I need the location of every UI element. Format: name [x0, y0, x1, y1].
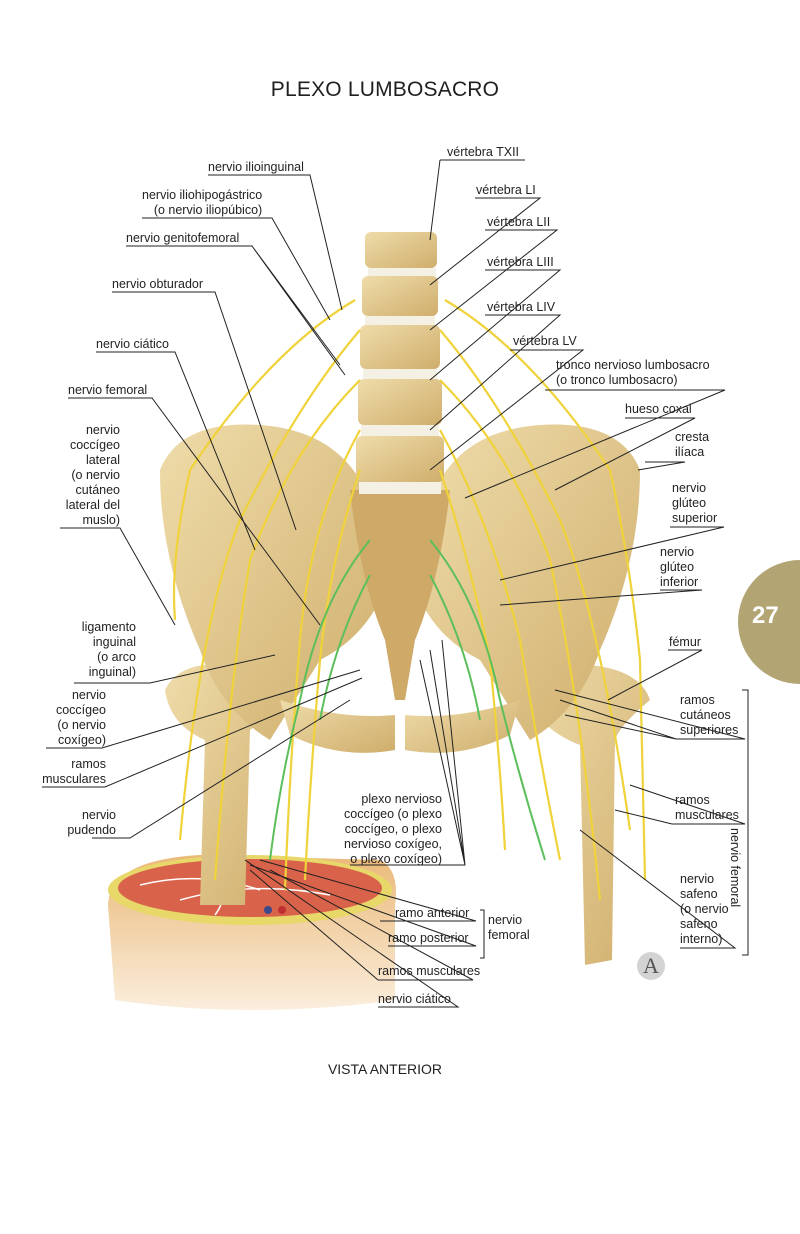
label-vertebra-liii: vértebra LIII: [487, 255, 554, 269]
label-vertebra-lv: vértebra LV: [513, 334, 577, 348]
label-cresta-iliaca: cresta ilíaca: [675, 430, 710, 459]
label-nervio-obturador: nervio obturador: [112, 277, 204, 291]
label-vertebra-lii: vértebra LII: [487, 215, 551, 229]
label-nervio-coccigeo: nervio coccígeo (o nervio coxígeo): [55, 688, 106, 747]
label-nervio-cutaneo-lateral: nervio coccígeo lateral (o nervio cutáne…: [65, 423, 120, 527]
label-nervio-ciatico-bottom: nervio ciático: [378, 992, 451, 1006]
label-femur: fémur: [669, 635, 701, 649]
label-vertebra-txii: vértebra TXII: [447, 145, 520, 159]
hip-left: [160, 424, 380, 740]
label-ramos-musculares-left: ramos musculares: [42, 757, 106, 786]
coccygeal-nerves: [269, 539, 546, 861]
label-nervio-ilioinguinal: nervio ilioinguinal: [208, 160, 304, 174]
thigh-section: [108, 855, 396, 1010]
label-ramos-cutaneos-superiores: ramos cutáneos superiores: [680, 693, 739, 737]
label-vertebra-li: vértebra LI: [476, 183, 536, 197]
pubis-right: [405, 700, 520, 753]
label-nervio-femoral: nervio femoral: [68, 383, 148, 397]
label-nervio-gluteo-superior: nervio glúteo superior: [672, 481, 718, 525]
label-plexo-coccigeo: plexo nervioso coccígeo (o plexo coccíge…: [344, 792, 442, 866]
label-ramos-musculares-right: ramos musculares: [675, 793, 739, 822]
publisher-stamp: A: [637, 952, 665, 980]
label-nervio-ciatico: nervio ciático: [96, 337, 169, 351]
label-nervio-pudendo: nervio pudendo: [67, 808, 116, 837]
label-ramo-posterior: ramo posterior: [388, 931, 469, 945]
label-nervio-femoral-bracket: nervio femoral: [728, 828, 742, 908]
label-ramo-anterior: ramo anterior: [395, 906, 470, 920]
page-title: PLEXO LUMBOSACRO: [270, 78, 500, 101]
label-nervio-safeno: nervio safeno (o nervio safeno interno): [680, 872, 729, 946]
nerves: [172, 299, 647, 901]
leader-lines: [42, 159, 749, 1008]
pubis-left: [280, 700, 395, 753]
sacrum: [350, 490, 450, 700]
label-hueso-coxal: hueso coxal: [625, 402, 692, 416]
label-ligamento-inguinal: ligamento inguinal (o arco inguinal): [81, 620, 136, 679]
label-ramos-musculares-bottom: ramos musculares: [378, 964, 481, 978]
label-tronco-lumbosacro: tronco nervioso lumbosacro (o tronco lum…: [556, 358, 710, 387]
label-nervio-femoral-bottom: nervio femoral: [488, 913, 530, 942]
femur-right: [520, 664, 650, 965]
label-nervio-iliohipogastrico: nervio iliohipogástrico (o nervio iliopú…: [142, 188, 263, 217]
label-nervio-genitofemoral: nervio genitofemoral: [126, 231, 240, 245]
femur-left: [165, 664, 290, 905]
view-caption: VISTA ANTERIOR: [327, 1061, 443, 1077]
label-nervio-gluteo-inferior: nervio glúteo inferior: [660, 545, 699, 589]
label-vertebra-liv: vértebra LIV: [487, 300, 556, 314]
page-number: 27: [752, 602, 779, 629]
spine: [356, 232, 444, 494]
